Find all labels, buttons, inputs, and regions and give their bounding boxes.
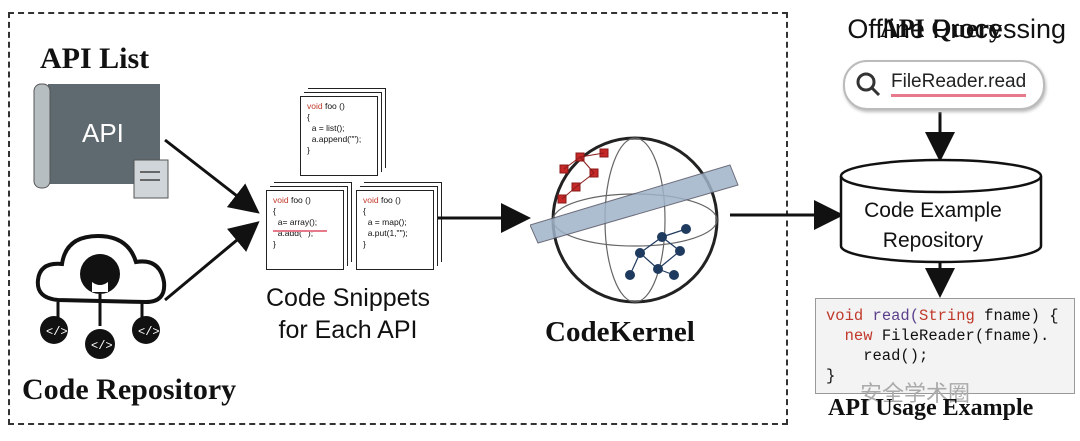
watermark-text: 安全学术圈 [860, 381, 971, 406]
repository-cylinder-icon [839, 158, 1043, 264]
api-query-title: API Query [880, 14, 1003, 43]
offline-processing-frame [8, 12, 788, 425]
api-query-text: FileReader.read [891, 71, 1027, 97]
snippet-card-1: void foo () { a = list(); a.append(""); … [300, 96, 378, 176]
svg-text:</>: </> [138, 325, 160, 339]
api-icon-text: API [82, 118, 124, 148]
usage-example-title: API Usage Example [828, 395, 1034, 421]
svg-text:</>: </> [91, 339, 113, 353]
usage-example-code: void read(String fname) { new FileReader… [815, 298, 1075, 394]
snippets-caption: Code Snippets for Each API [265, 284, 430, 344]
codekernel-title: CodeKernel [545, 316, 695, 348]
arrow-api-to-snippets [164, 138, 260, 214]
api-book-icon: API [33, 83, 169, 199]
search-icon [856, 72, 881, 97]
snippet-card-2: void foo () { a= array(); a.add(""); } [266, 190, 344, 270]
arrow-repo-to-snippets [164, 221, 260, 302]
codekernel-sphere-icon [530, 136, 739, 304]
svg-text:</>: </> [46, 325, 68, 339]
api-list-title: API List [40, 42, 150, 75]
snippet-highlight [273, 230, 327, 232]
api-query-search-box[interactable]: FileReader.read [843, 60, 1045, 110]
repository-label: Code Example Repository [864, 199, 1002, 252]
offline-processing-label: Offline Processing [847, 14, 1066, 44]
github-cloud-icon: </> </> </> [35, 233, 167, 359]
code-repository-title: Code Repository [22, 373, 237, 406]
snippet-card-3: void foo () { a = map(); a.put(1,""); } [356, 190, 434, 270]
